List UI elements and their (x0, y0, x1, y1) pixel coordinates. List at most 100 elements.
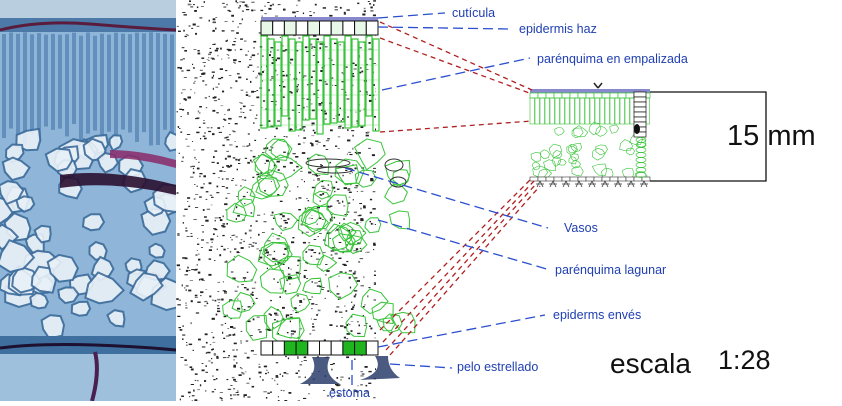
sketch-speck (375, 368, 376, 370)
sketch-speck (343, 205, 345, 206)
sketch-speck (193, 24, 196, 26)
sketch-speck (206, 289, 208, 290)
sketch-speck (193, 150, 195, 151)
mini-hair (588, 181, 596, 187)
sketch-speck (195, 207, 198, 208)
sketch-speck (232, 44, 235, 45)
mini-palisade-cell (535, 98, 540, 124)
sketch-speck (346, 310, 348, 312)
sketch-speck (239, 1, 242, 2)
sketch-speck (282, 375, 283, 377)
sketch-speck (290, 314, 293, 315)
sketch-speck (208, 60, 210, 61)
sketch-speck (237, 73, 240, 74)
sketch-speck (214, 353, 216, 354)
sketch-speck (223, 338, 225, 339)
sketch-speck (322, 287, 325, 288)
sketch-speck (325, 298, 327, 299)
sketch-speck (223, 249, 225, 251)
sketch-speck (244, 309, 246, 310)
sketch-speck (370, 328, 372, 330)
sketch-speck (340, 379, 341, 380)
sketch-speck (221, 325, 224, 326)
sketch-speck (303, 299, 304, 301)
sketch-speck (354, 219, 356, 220)
sketch-speck (231, 272, 234, 273)
sketch-speck (222, 226, 225, 228)
sketch-speck (208, 131, 211, 132)
sketch-speck (240, 49, 242, 50)
sketch-speck (280, 374, 281, 375)
sketch-speck (246, 92, 248, 94)
sketch-speck (313, 93, 315, 94)
sketch-speck (336, 181, 338, 183)
sketch-speck (234, 356, 237, 358)
sketch-speck (343, 175, 344, 177)
mini-epidermis-cell (594, 93, 602, 98)
sketch-speck (251, 91, 254, 93)
mini-palisade-cell (530, 98, 535, 124)
sketch-speck (299, 329, 302, 330)
sketch-speck (281, 218, 282, 219)
micro-palisade-cell (65, 34, 69, 136)
sketch-speck (193, 67, 195, 69)
sketch-speck (212, 44, 215, 45)
mini-lower-cell (546, 177, 554, 181)
mini-palisade-cell (620, 98, 625, 124)
sketch-speck (329, 190, 331, 191)
sketch-speck (248, 306, 251, 307)
sketch-speck (216, 369, 218, 371)
sketch-speck (180, 132, 182, 133)
mini-palisade-cell (570, 98, 575, 124)
sketch-speck (198, 162, 199, 163)
sketch-speck (314, 283, 317, 284)
epidermis-cell (284, 21, 296, 35)
sketch-speck (244, 180, 246, 181)
sketch-speck (222, 186, 225, 187)
sketch-speck (289, 191, 290, 192)
sketch-speck (284, 186, 286, 187)
sketch-speck (177, 111, 178, 112)
label-epidermis-enves: epiderms envés (553, 308, 641, 322)
sketch-speck (214, 260, 216, 261)
sketch-speck (233, 235, 236, 236)
sketch-speck (337, 293, 340, 294)
sketch-speck (354, 359, 356, 360)
sketch-speck (298, 84, 299, 85)
sketch-speck (195, 33, 197, 35)
sketch-speck (321, 186, 324, 187)
sketch-speck (251, 162, 253, 163)
sketch-speck (283, 390, 284, 391)
sketch-speck (372, 224, 374, 225)
sketch-speck (304, 360, 307, 361)
sketch-speck (255, 282, 257, 284)
sketch-speck (295, 16, 296, 17)
sketch-speck (272, 57, 274, 58)
sketch-speck (329, 15, 332, 17)
sketch-speck (212, 376, 214, 377)
sketch-speck (338, 148, 340, 149)
sketch-speck (340, 377, 343, 378)
micro-air-space (149, 244, 164, 258)
sketch-speck (202, 370, 205, 372)
sketch-speck (248, 145, 250, 146)
sketch-speck (230, 165, 232, 167)
sketch-speck (373, 249, 374, 250)
sketch-speck (186, 34, 188, 35)
sketch-speck (313, 252, 316, 253)
sketch-speck (357, 191, 358, 192)
micro-palisade-cell (44, 35, 48, 127)
sketch-speck (329, 324, 332, 326)
sketch-speck (325, 275, 327, 276)
sketch-speck (210, 344, 211, 345)
sketch-speck (238, 159, 240, 161)
sketch-speck (200, 291, 203, 293)
sketch-speck (191, 384, 194, 385)
sketch-speck (274, 380, 275, 382)
sketch-speck (189, 396, 190, 397)
sketch-speck (218, 177, 220, 178)
sketch-speck (245, 158, 247, 159)
sketch-speck (330, 238, 331, 239)
sketch-speck (206, 243, 209, 244)
sketch-speck (249, 59, 251, 60)
